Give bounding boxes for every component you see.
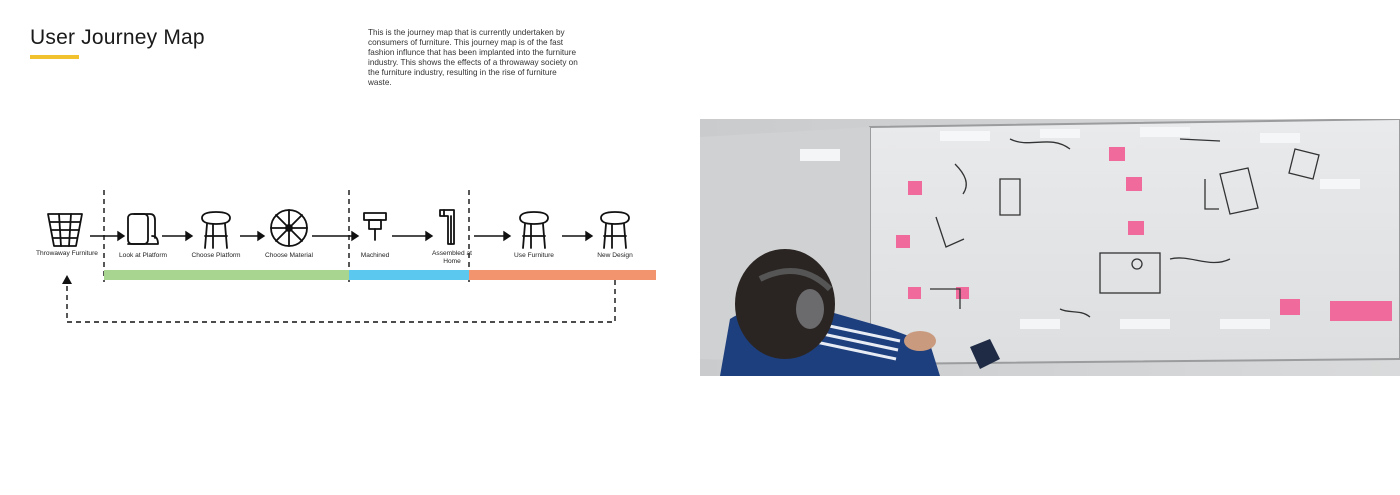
return-loop-line: [67, 280, 615, 322]
step-label-use-furniture: Use Furniture: [499, 252, 569, 260]
allen-key-icon: [440, 210, 454, 244]
wheel-icon: [271, 210, 307, 246]
journey-diagram: [0, 0, 700, 495]
trash-basket-icon: [48, 214, 82, 246]
phase-bar-production: [349, 270, 469, 280]
step-label-assembled-at-home: Assembled at Home: [428, 250, 476, 266]
step-label-throwaway-furniture: Throwaway Furniture: [30, 250, 104, 258]
phase-bar-use: [469, 270, 656, 280]
step-label-machined: Machined: [340, 252, 410, 260]
chair-icon: [202, 212, 230, 248]
machine-tool-icon: [364, 213, 386, 240]
whiteboard-sketch-photo: [700, 119, 1400, 376]
return-loop-arrowhead: [62, 275, 72, 284]
scroll-icon: [128, 214, 158, 244]
step-label-look-at-platform: Look at Platform: [119, 252, 167, 260]
phase-bar-purchase: [104, 270, 349, 280]
step-label-choose-material: Choose Material: [254, 252, 324, 260]
chair-icon: [601, 212, 629, 248]
step-label-new-design: New Design: [580, 252, 650, 260]
step-label-choose-platform: Choose Platform: [181, 252, 251, 260]
chair-icon: [520, 212, 548, 248]
